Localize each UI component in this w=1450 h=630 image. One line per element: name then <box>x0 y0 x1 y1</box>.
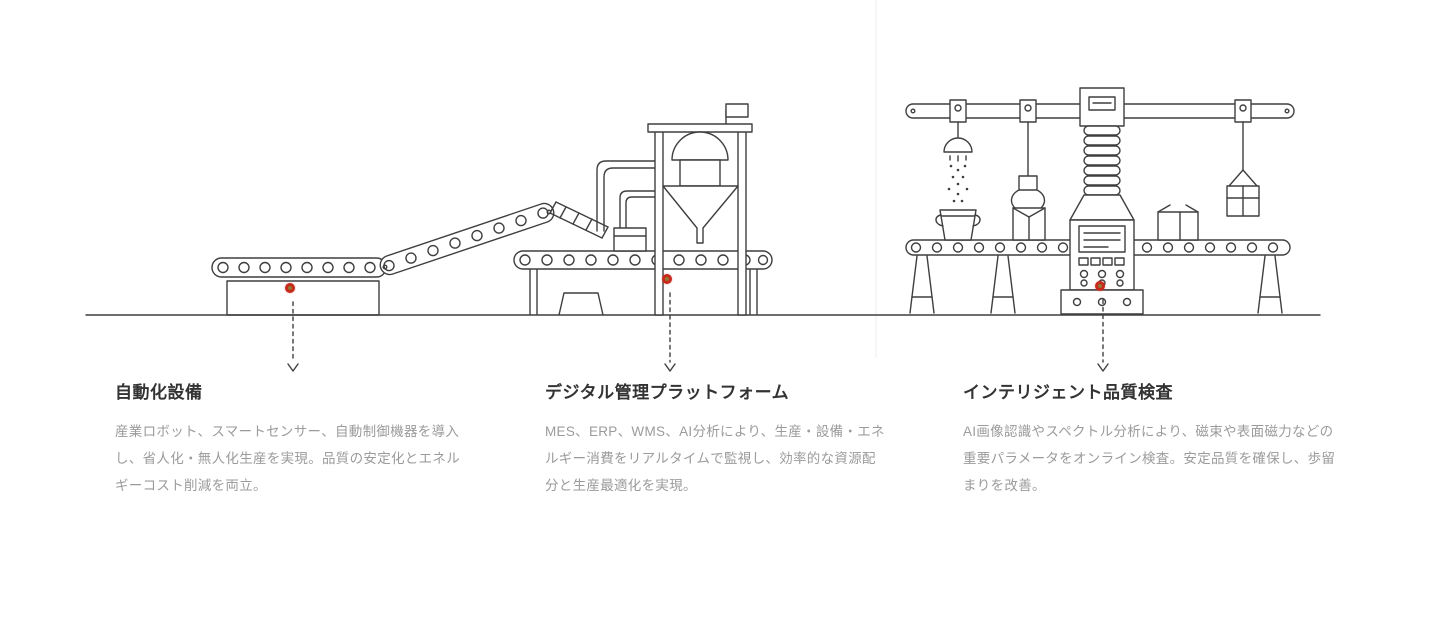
feature-title: インテリジェント品質検査 <box>963 383 1173 402</box>
feature-quality-inspection: インテリジェント品質検査 AI画像認識やスペクトル分析により、磁束や表面磁力など… <box>963 378 1341 499</box>
feature-description: AI画像認識やスペクトル分析により、磁束や表面磁力などの重要パラメータをオンライ… <box>963 424 1336 493</box>
feature-description: 産業ロボット、スマートセンサー、自動制御機器を導入し、省人化・無人化生産を実現。… <box>115 424 460 493</box>
feature-automation: 自動化設備 産業ロボット、スマートセンサー、自動制御機器を導入し、省人化・無人化… <box>115 378 467 499</box>
feature-title: 自動化設備 <box>115 383 203 402</box>
feature-digital-platform: デジタル管理プラットフォーム MES、ERP、WMS、AI分析により、生産・設備… <box>545 378 887 499</box>
callout-connectors <box>292 292 1104 363</box>
feature-description: MES、ERP、WMS、AI分析により、生産・設備・エネルギー消費をリアルタイム… <box>545 424 885 493</box>
digital-platform-hotspot[interactable] <box>662 274 672 284</box>
processing-machine-illustration <box>513 103 773 316</box>
spray-dots <box>947 164 969 203</box>
feature-title: デジタル管理プラットフォーム <box>545 383 790 402</box>
automation-hotspot[interactable] <box>285 283 295 293</box>
inspection-tower <box>1060 87 1144 315</box>
inspection-hotspot[interactable] <box>1095 281 1105 291</box>
conveyor-legs <box>909 255 1283 314</box>
inspection-line-illustration <box>905 87 1295 315</box>
automation-conveyor-illustration <box>211 202 555 316</box>
callout-arrowheads <box>287 363 1109 372</box>
incline-conveyor <box>379 202 555 276</box>
